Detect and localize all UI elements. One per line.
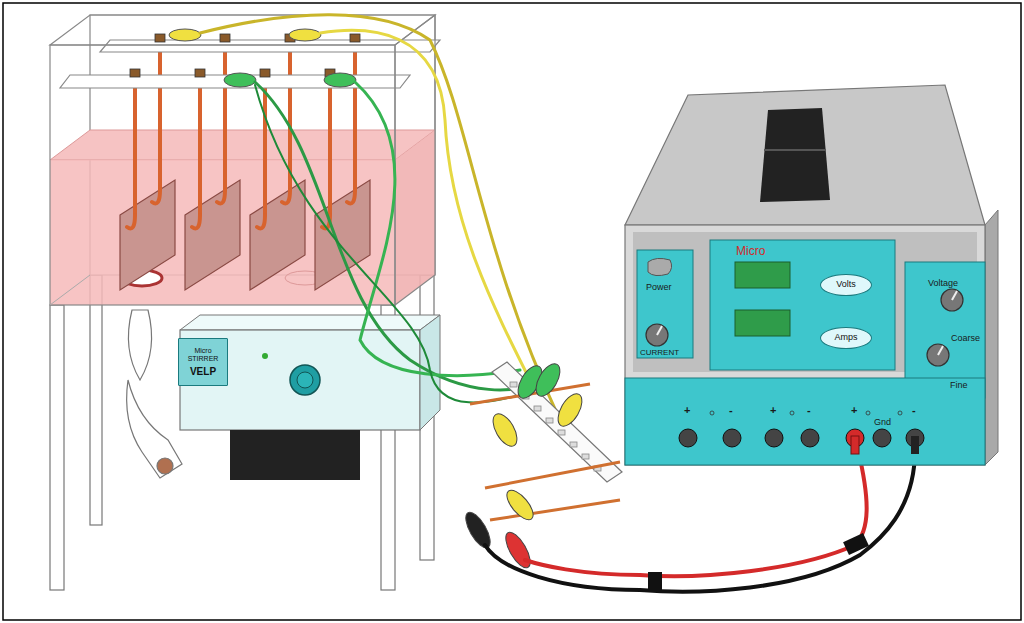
panel-label: + <box>851 404 857 416</box>
panel-label: Power <box>646 283 672 293</box>
panel-label: - <box>912 404 916 416</box>
node-text: Amps <box>834 333 857 343</box>
amps-button: Amps <box>820 327 872 349</box>
panel-label: - <box>807 404 811 416</box>
panel-label: CURRENT <box>640 349 679 358</box>
volts-button: Volts <box>820 274 872 296</box>
panel-label: - <box>729 404 733 416</box>
node-text: VELP <box>186 366 220 377</box>
panel-label: Voltage <box>928 279 958 289</box>
node-text: Micro STIRRER <box>186 347 220 362</box>
node-text: Volts <box>836 280 856 290</box>
panel-label: Micro <box>736 245 765 258</box>
panel-label: + <box>684 404 690 416</box>
panel-label: + <box>770 404 776 416</box>
panel-label: Gnd <box>874 418 891 428</box>
panel-label: Fine <box>950 381 968 391</box>
stirrer-label: Micro STIRRER VELP <box>178 338 228 386</box>
panel-label: Coarse <box>951 334 980 344</box>
